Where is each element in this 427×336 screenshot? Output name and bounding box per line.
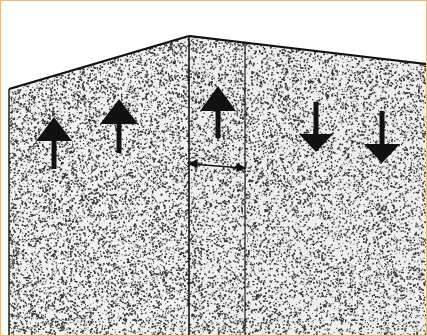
arrow-up-icon <box>100 99 138 153</box>
arrow-down-icon <box>299 102 333 152</box>
arrow-up-icon <box>36 117 72 169</box>
dimension-marker <box>187 158 247 173</box>
arrow-up-icon <box>200 86 236 138</box>
right-face <box>189 36 426 335</box>
top-left-edge <box>8 34 190 91</box>
left-face-stipple <box>9 36 189 335</box>
top-right-edge <box>188 34 426 66</box>
right-face-stipple <box>189 36 426 335</box>
arrow-down-icon <box>364 111 400 163</box>
